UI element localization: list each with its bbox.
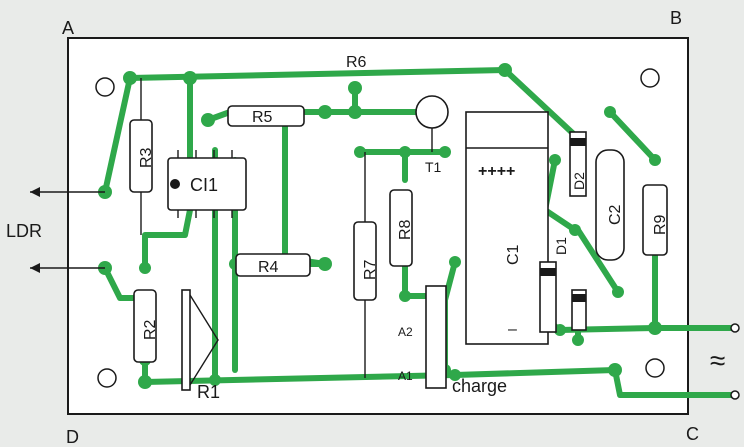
mounting-hole-a (95, 77, 115, 97)
resistor-r8 (389, 189, 413, 267)
ldr-arrows (30, 187, 105, 273)
transistor-t1-label: T1 (425, 159, 442, 175)
resistor-r3-label: R3 (138, 147, 155, 168)
resistor-r5-label: R5 (252, 109, 273, 126)
corner-label-c: C (686, 424, 699, 444)
diode-d2-label: D2 (571, 172, 587, 190)
pcb-board (67, 37, 689, 415)
capacitor-c1-label: C1 (505, 244, 522, 265)
jumper-a1-label: A1 (398, 369, 413, 383)
supply-terminals (730, 323, 740, 400)
resistor-r4-label: R4 (258, 259, 279, 276)
diode-d1 (539, 261, 557, 333)
charge-label: charge (452, 376, 507, 396)
capacitor-c2-label: C2 (607, 204, 624, 225)
corner-label-b: B (670, 8, 682, 28)
charge-jumper (425, 285, 447, 389)
trimmer-r1 (181, 289, 219, 391)
diode-d2 (569, 131, 587, 197)
corner-label-a: A (62, 18, 74, 38)
capacitor-c1-minus: – (508, 321, 517, 338)
mounting-hole-b (640, 68, 660, 88)
capacitor-c1-plus: ++++ (478, 163, 515, 180)
resistor-r4 (235, 253, 311, 277)
jumper-a2-label: A2 (398, 325, 413, 339)
ic-ci1-label: CI1 (190, 175, 218, 195)
resistor-r8-label: R8 (397, 219, 414, 240)
mounting-hole-d (97, 368, 117, 388)
ldr-label: LDR (6, 221, 42, 241)
resistor-r9-label: R9 (652, 214, 669, 235)
capacitor-c2 (595, 149, 625, 261)
corner-label-d: D (66, 427, 79, 447)
supply-symbol: ≈ (710, 345, 725, 376)
resistor-r9 (642, 184, 668, 256)
mounting-hole-c (645, 358, 665, 378)
resistor-r2 (133, 289, 157, 363)
resistor-r5 (227, 105, 305, 127)
transistor-t1 (415, 95, 449, 152)
capacitor-c1 (465, 111, 549, 345)
diode-d1-label: D1 (553, 237, 569, 255)
resistor-r7-label: R7 (362, 259, 379, 280)
resistor-r6-label: R6 (346, 54, 367, 71)
resistor-r2-label: R2 (142, 319, 159, 340)
ic-ci1 (167, 150, 247, 218)
diode-small (571, 289, 587, 331)
resistor-r1-label: R1 (197, 382, 220, 402)
